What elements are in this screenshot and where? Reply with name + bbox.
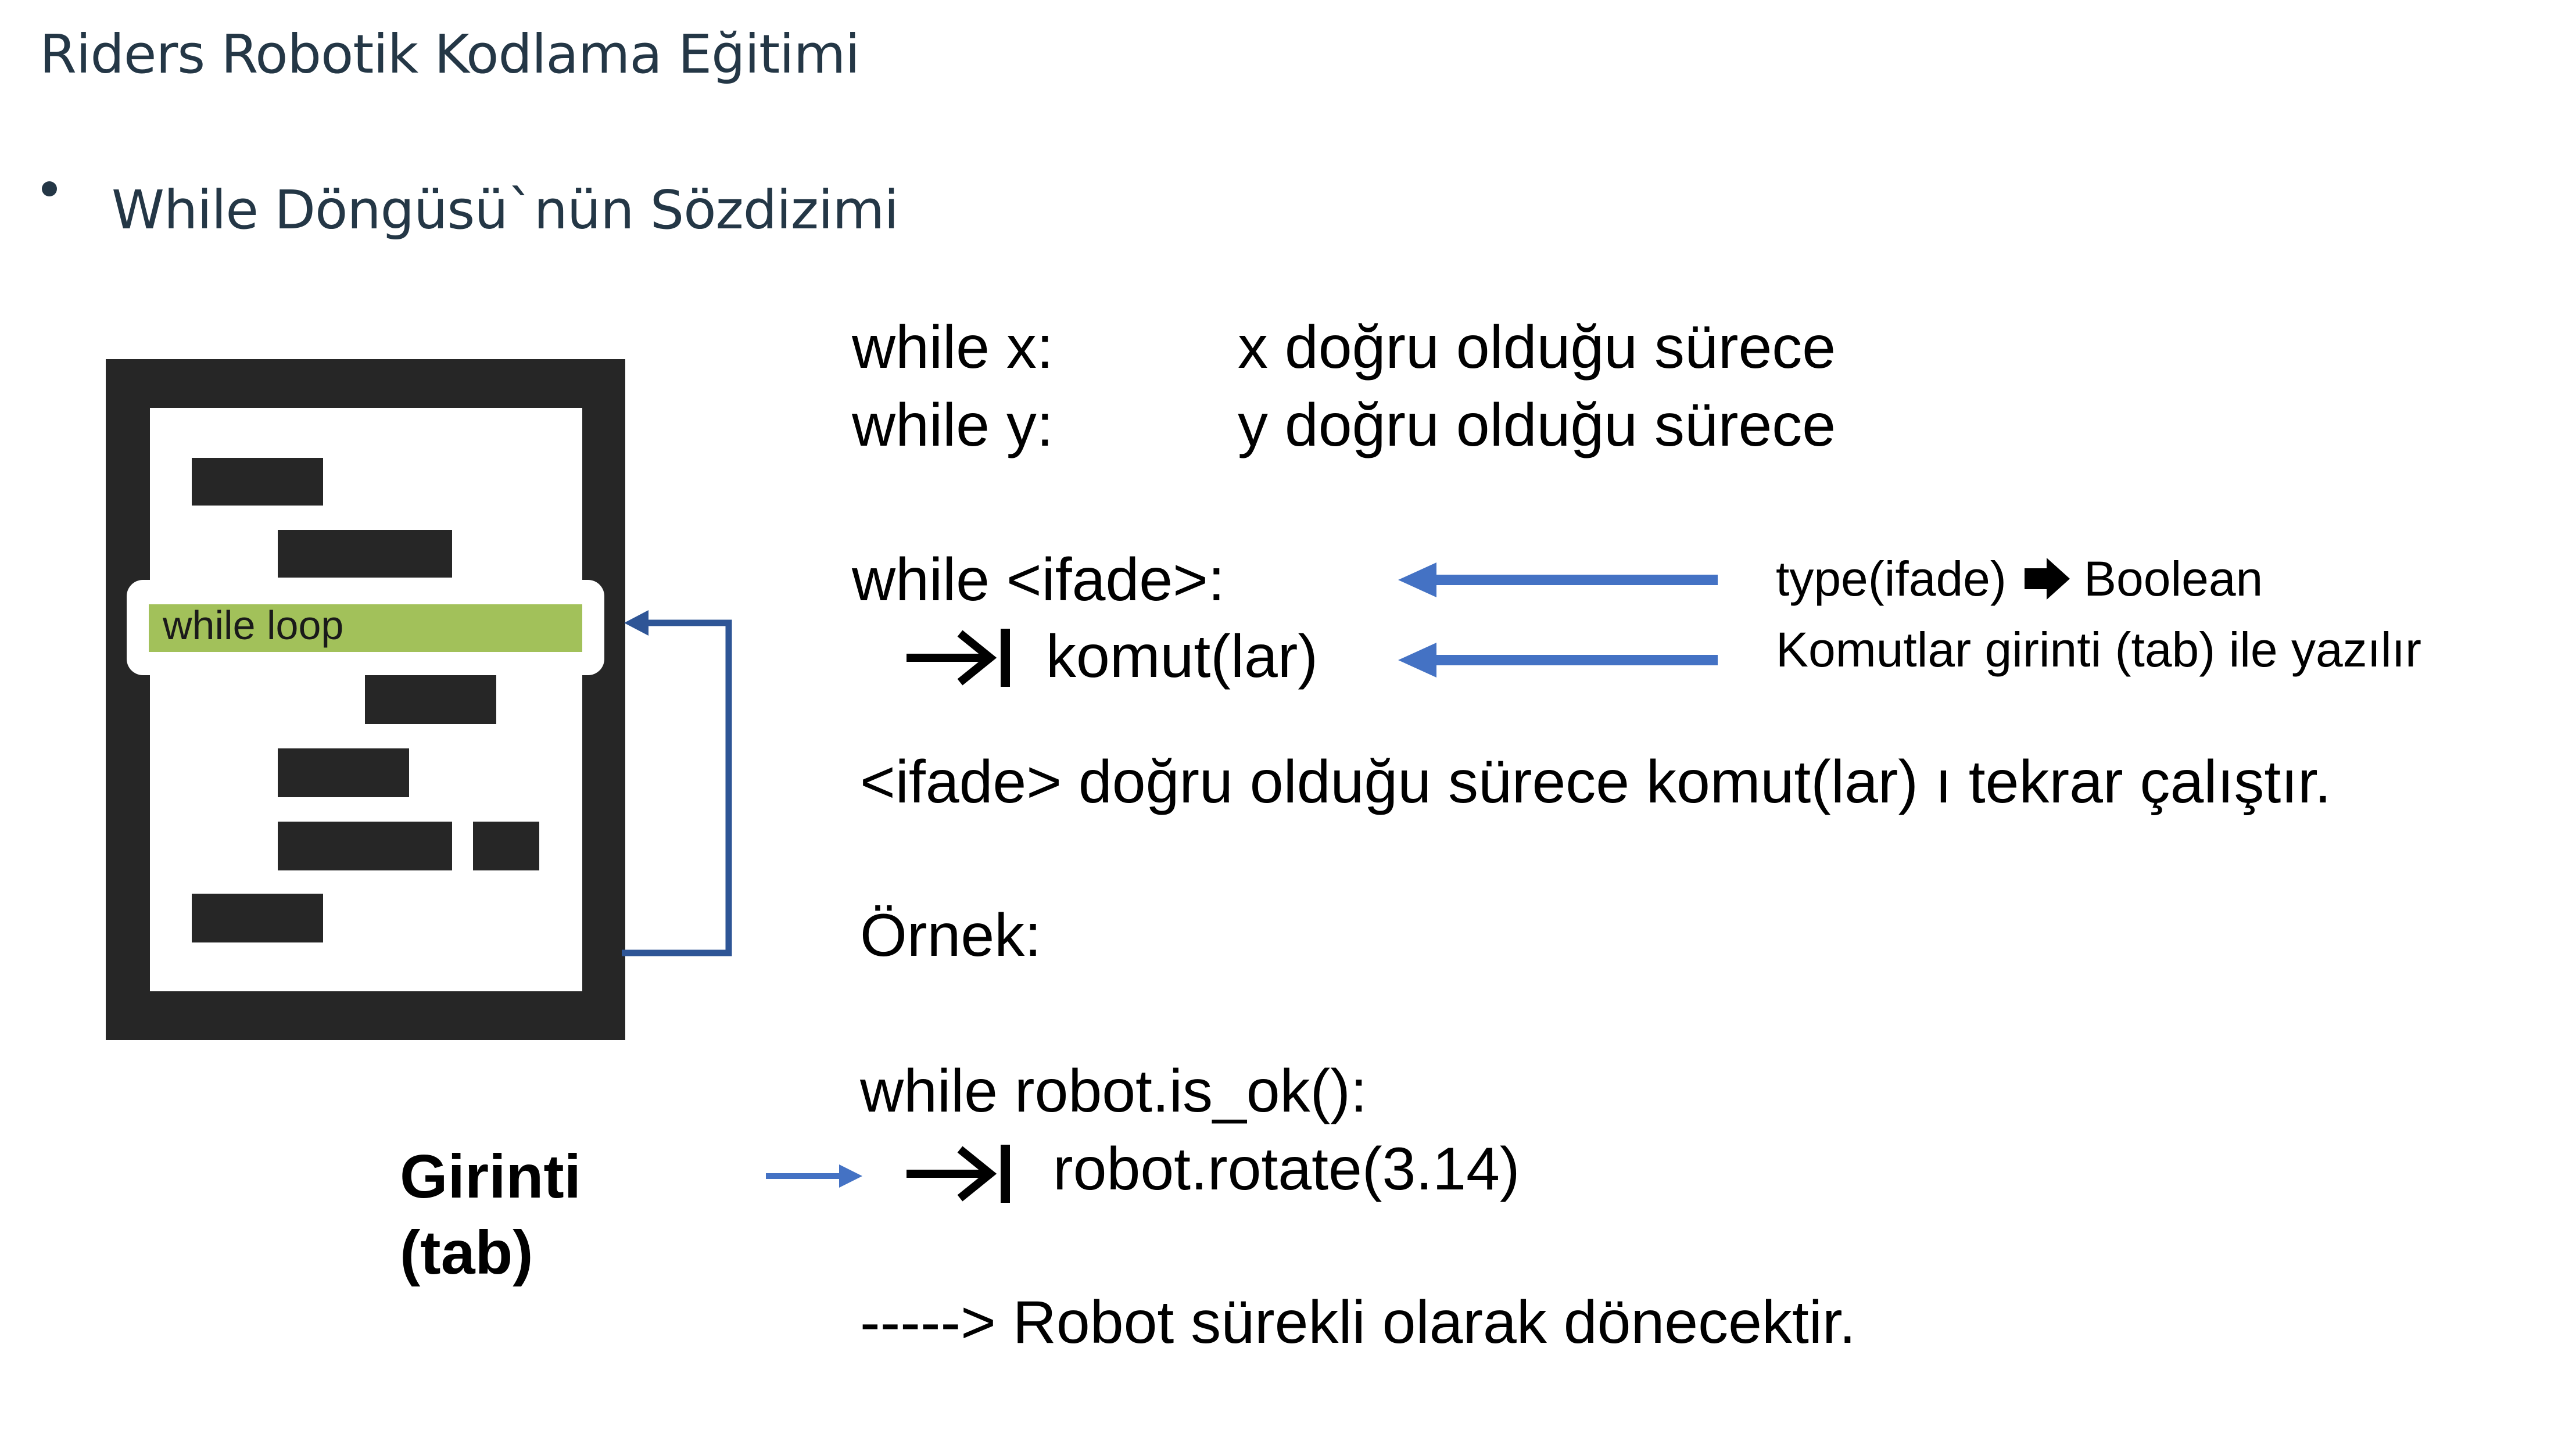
syntax-while-x: while x:	[852, 314, 1054, 381]
example-while: while robot.is_ok():	[860, 1058, 1367, 1125]
code-line-block	[365, 675, 496, 724]
code-line-block	[278, 748, 409, 797]
syntax-while-y-description: y doğru olduğu sürece	[1238, 392, 1836, 459]
tab-arrow-icon	[907, 629, 1010, 687]
note-type-boolean-suffix: Boolean	[2084, 551, 2263, 606]
syntax-while-y: while y:	[852, 392, 1054, 459]
while-loop-label: while loop	[162, 603, 343, 648]
page-title: Riders Robotik Kodlama Eğitimi	[40, 23, 860, 85]
loop-back-arrowhead-icon	[624, 610, 649, 636]
example-result: -----> Robot sürekli olarak dönecektir.	[860, 1289, 1856, 1356]
pointer-arrow-type-icon	[1398, 562, 1436, 597]
syntax-while-expression: while <ifade>:	[852, 546, 1225, 614]
code-line-block	[192, 894, 323, 942]
pointer-arrow-indent-icon	[1398, 643, 1436, 678]
syntax-explanation: <ifade> doğru olduğu sürece komut(lar) ı…	[860, 748, 2331, 816]
heavy-right-arrow-icon	[2025, 558, 2070, 600]
code-line-block	[473, 822, 539, 870]
girinti-pointer-arrowhead-icon	[839, 1164, 862, 1188]
code-line-block	[278, 822, 452, 870]
girinti-label: Girinti (tab)	[400, 1139, 581, 1292]
bullet-heading: While Döngüsü`nün Sözdizimi	[112, 179, 899, 241]
syntax-while-x-description: x doğru olduğu sürece	[1238, 314, 1836, 381]
syntax-command: komut(lar)	[1046, 623, 1319, 690]
loop-back-arrow	[622, 619, 732, 956]
girinti-label-line1: Girinti	[400, 1142, 582, 1211]
example-command: robot.rotate(3.14)	[1053, 1135, 1520, 1203]
bullet-marker	[42, 181, 57, 196]
note-type-boolean-prefix: type(ifade)	[1776, 551, 2007, 606]
while-loop-highlight	[149, 604, 582, 652]
code-line-block	[192, 458, 323, 506]
girinti-label-line2: (tab)	[400, 1218, 533, 1288]
note-indent: Komutlar girinti (tab) ile yazılır	[1776, 622, 2421, 677]
example-label: Örnek:	[860, 902, 1042, 969]
code-line-block	[278, 530, 452, 578]
tab-arrow-icon	[907, 1145, 1010, 1203]
